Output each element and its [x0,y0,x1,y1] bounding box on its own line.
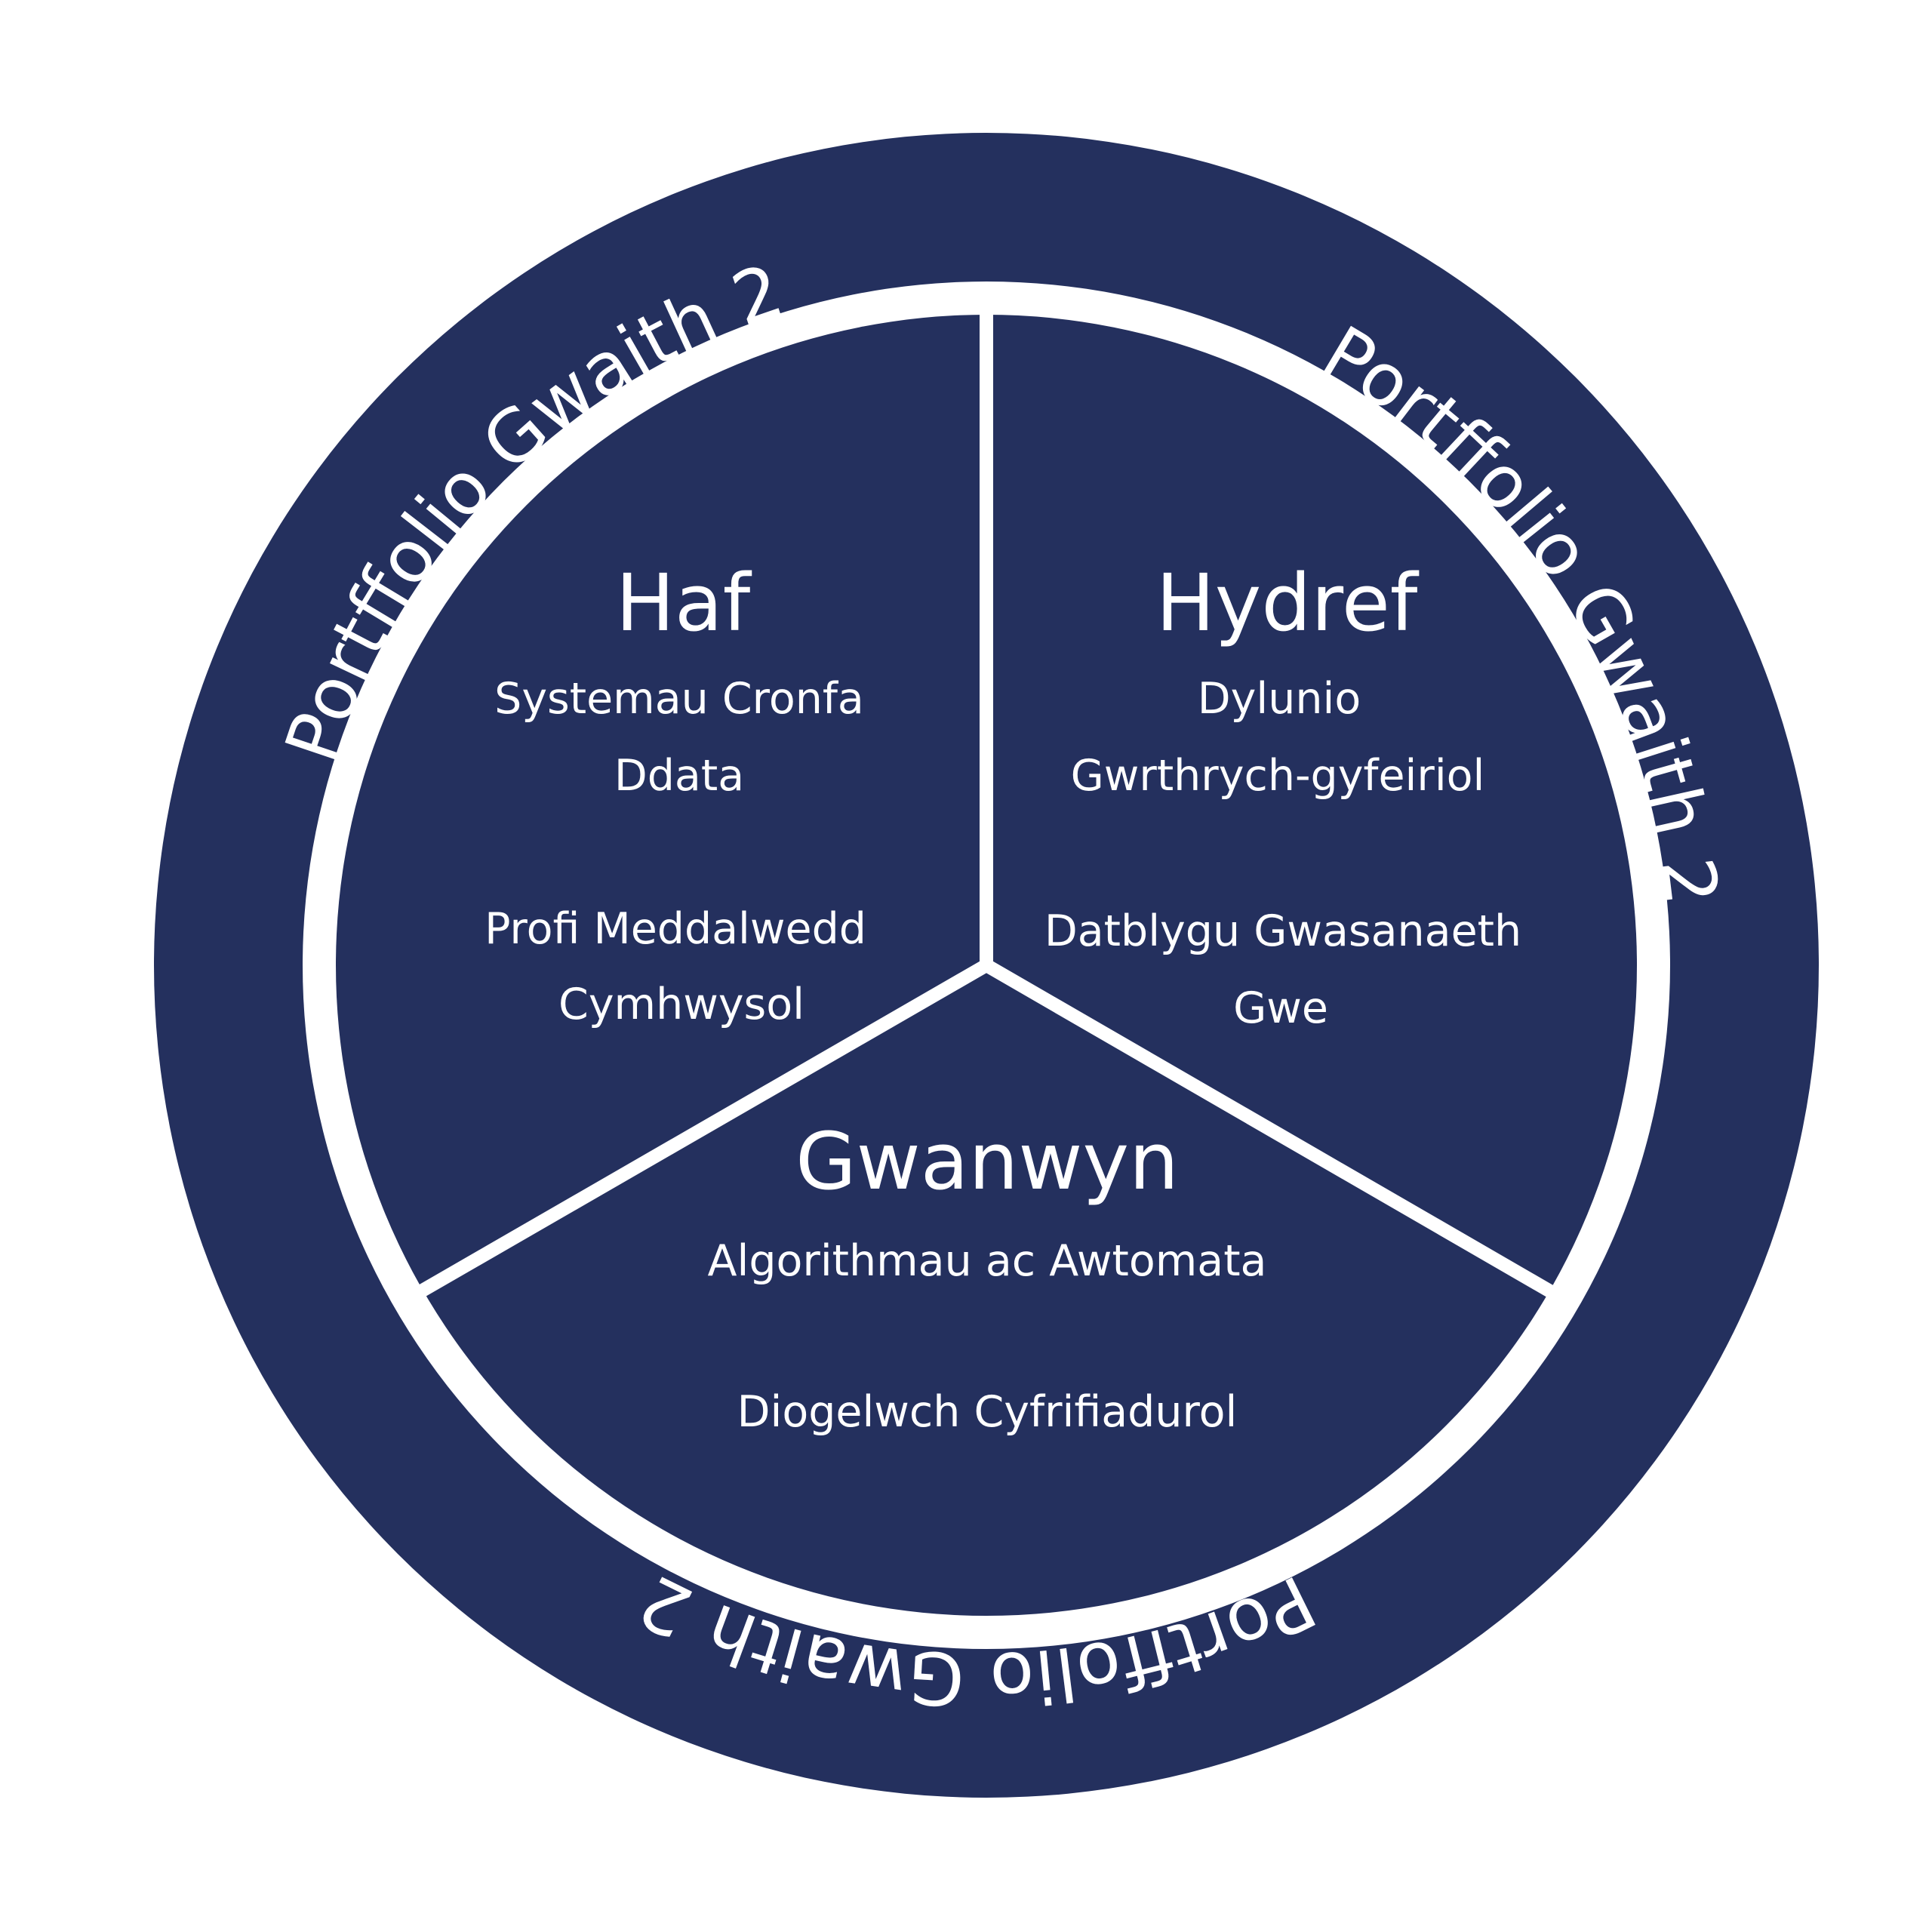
haf-module-2-line-1: Profi Meddalwedd [485,904,866,954]
gwanwyn-module-2-line-1: Diogelwch Cyfrifiadurol [737,1387,1238,1437]
gwanwyn-title: Gwanwyn [795,1115,1179,1208]
segment-gwanwyn: Gwanwyn Algorithmau ac Awtomata Diogelwc… [708,1115,1267,1437]
hydref-module-2-line-1: Datblygu Gwasanaeth [1044,906,1521,956]
hydref-title: Hydref [1156,557,1420,649]
haf-module-2-line-2: Cymhwysol [558,980,804,1029]
hydref-module-1-line-1: Dylunio [1198,674,1361,724]
haf-module-1-line-2: Ddata [614,751,744,801]
segment-hydref: Hydref Dylunio Gwrthrych-gyfeiriol Datbl… [1044,557,1521,1033]
hydref-module-2-line-2: Gwe [1233,983,1328,1033]
segment-dividers [417,309,1554,1297]
divider-left [417,959,990,1297]
segment-haf: Haf Systemau Cronfa Ddata Profi Meddalwe… [485,557,866,1029]
haf-title: Haf [616,557,752,649]
divider-right [983,959,1554,1297]
haf-module-1-line-1: Systemau Cronfa [494,674,864,724]
hydref-module-1-line-2: Gwrthrych-gyfeiriol [1071,751,1485,801]
gwanwyn-module-1-line-1: Algorithmau ac Awtomata [708,1236,1267,1286]
